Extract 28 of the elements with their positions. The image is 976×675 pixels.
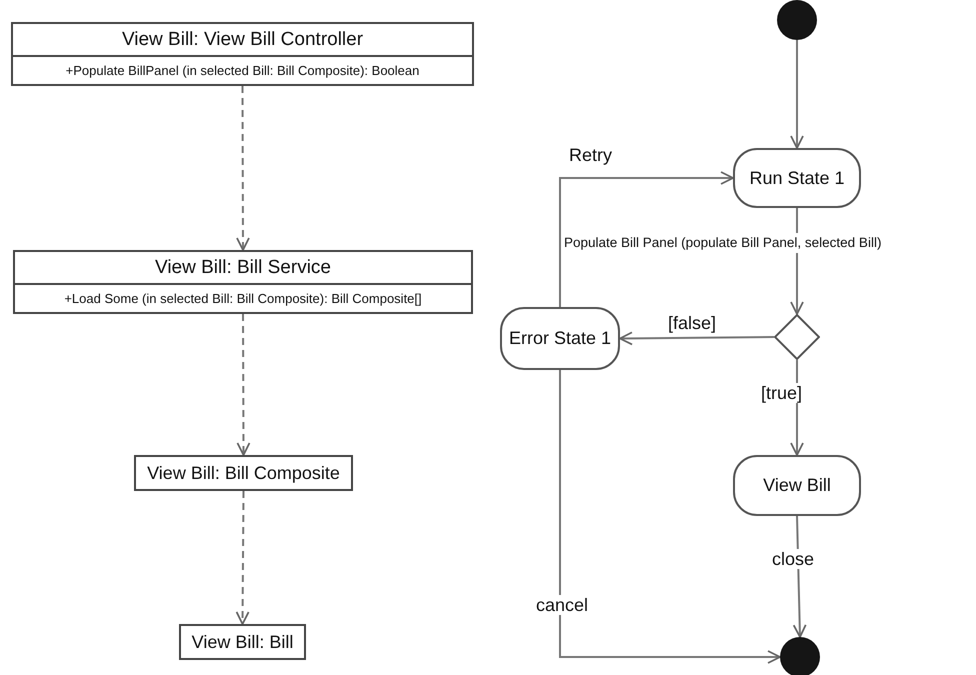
edge-label: close (770, 549, 816, 569)
operation-text: +Load Some (in selected Bill: Bill Composite): Bill Composite[] (15, 283, 471, 313)
dashed-arrow (236, 86, 250, 251)
arrow (559, 370, 781, 664)
state-box (733, 148, 861, 208)
class-name: View Bill: Bill Composite (146, 462, 341, 485)
arrow (790, 40, 804, 149)
arrow (619, 331, 774, 346)
class-name: View Bill: Bill Service (154, 256, 332, 280)
state-box (500, 307, 620, 370)
state-box (733, 455, 861, 516)
class-name: View Bill: Bill (190, 630, 294, 654)
class-box (13, 250, 473, 314)
state-name: Error State 1 (508, 328, 612, 349)
initial-state (780, 637, 820, 675)
arrow (559, 171, 734, 307)
class-box (134, 455, 353, 491)
dashed-arrow (236, 491, 250, 625)
edge-label: Populate Bill Panel (populate Bill Panel, selected Bill) (562, 233, 884, 253)
initial-state (777, 0, 817, 40)
state-name: View Bill (763, 475, 831, 496)
state-name: Run State 1 (749, 168, 845, 188)
class-box (179, 624, 306, 660)
class-box (11, 22, 474, 86)
dashed-arrow (236, 314, 250, 456)
operation-text: +Populate BillPanel (in selected Bill: Bill Composite): Boolean (13, 55, 472, 85)
class-name: View Bill: View Bill Controller (120, 28, 364, 52)
decision-diamond (774, 314, 820, 360)
